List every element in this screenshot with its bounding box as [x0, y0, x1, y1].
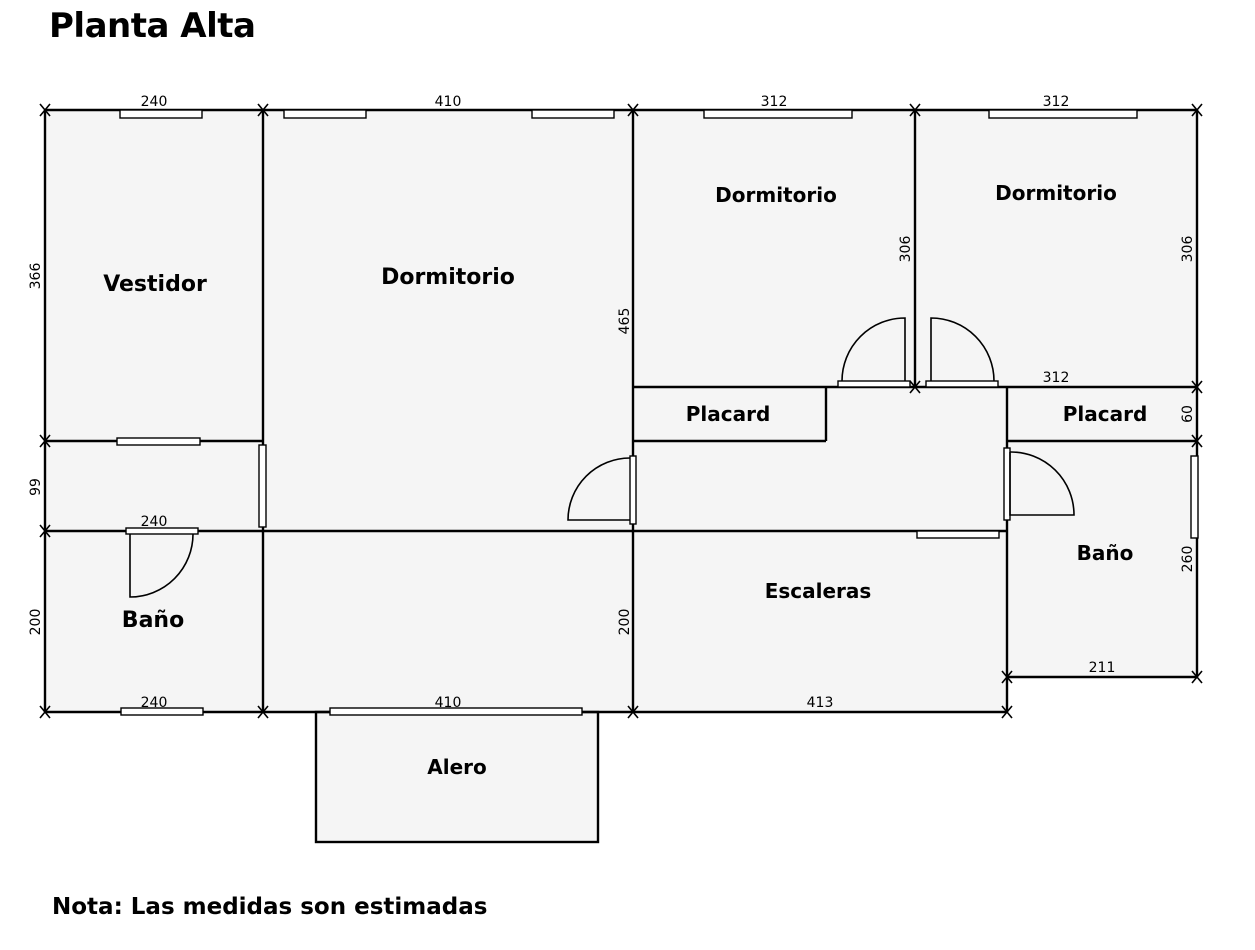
room-label-alero: Alero — [427, 755, 487, 779]
room-label-dormitorio-2: Dormitorio — [715, 183, 837, 207]
dim-bottom-bano: 240 — [141, 695, 168, 711]
window-bano-bottom — [120, 707, 204, 716]
dim-bano2-211: 211 — [1089, 660, 1116, 676]
window-dorm2-top — [703, 109, 853, 119]
doors — [125, 317, 1075, 598]
dim-bano2-260: 260 — [1180, 546, 1196, 573]
dim-bottom-410: 410 — [435, 695, 462, 711]
exterior-notch — [1007, 677, 1199, 717]
dim-top-dormitorio: 410 — [435, 94, 462, 110]
room-label-dormitorio-3: Dormitorio — [995, 181, 1117, 205]
dim-left-bano: 200 — [28, 609, 44, 636]
room-label-placard-2: Placard — [1063, 402, 1148, 426]
windows — [116, 109, 1199, 716]
room-label-escaleras: Escaleras — [765, 579, 872, 603]
window-hall-left — [258, 444, 267, 528]
window-dorm-top-left — [283, 109, 367, 119]
dimension-ticks — [39, 103, 1203, 719]
window-vestidor-top — [119, 109, 203, 119]
dim-left-vestidor: 366 — [28, 263, 44, 290]
dim-top-dorm2: 312 — [761, 94, 788, 110]
room-label-placard-1: Placard — [686, 402, 771, 426]
room-label-dormitorio-principal: Dormitorio — [381, 265, 515, 290]
dim-dorm-465: 465 — [617, 308, 633, 335]
dim-dorm2-306: 306 — [898, 236, 914, 263]
dimension-labels: 240 410 312 312 240 240 410 413 312 211 … — [28, 94, 1196, 711]
floor-fills — [45, 110, 1197, 842]
dim-dorm3-bottom-312: 312 — [1043, 370, 1070, 386]
room-label-bano-2: Baño — [1077, 541, 1134, 565]
dim-placard2-60: 60 — [1180, 405, 1196, 423]
dim-bottom-413: 413 — [807, 695, 834, 711]
dim-left-hall: 99 — [28, 478, 44, 496]
window-dorm3-top — [988, 109, 1138, 119]
window-vestidor-bottom — [116, 437, 201, 446]
window-bano2-right — [1190, 455, 1199, 539]
dim-center-200: 200 — [617, 609, 633, 636]
room-label-vestidor: Vestidor — [103, 272, 207, 297]
room-label-bano-1: Baño — [122, 608, 184, 633]
page-title: Planta Alta — [49, 6, 256, 46]
dim-hall-240: 240 — [141, 514, 168, 530]
window-dorm-top-right — [531, 109, 615, 119]
note-text: Nota: Las medidas son estimadas — [52, 894, 488, 920]
window-escaleras — [916, 530, 1000, 539]
dim-top-vestidor: 240 — [141, 94, 168, 110]
window-alero — [329, 707, 583, 716]
dim-dorm3-306: 306 — [1180, 236, 1196, 263]
dim-top-dorm3: 312 — [1043, 94, 1070, 110]
